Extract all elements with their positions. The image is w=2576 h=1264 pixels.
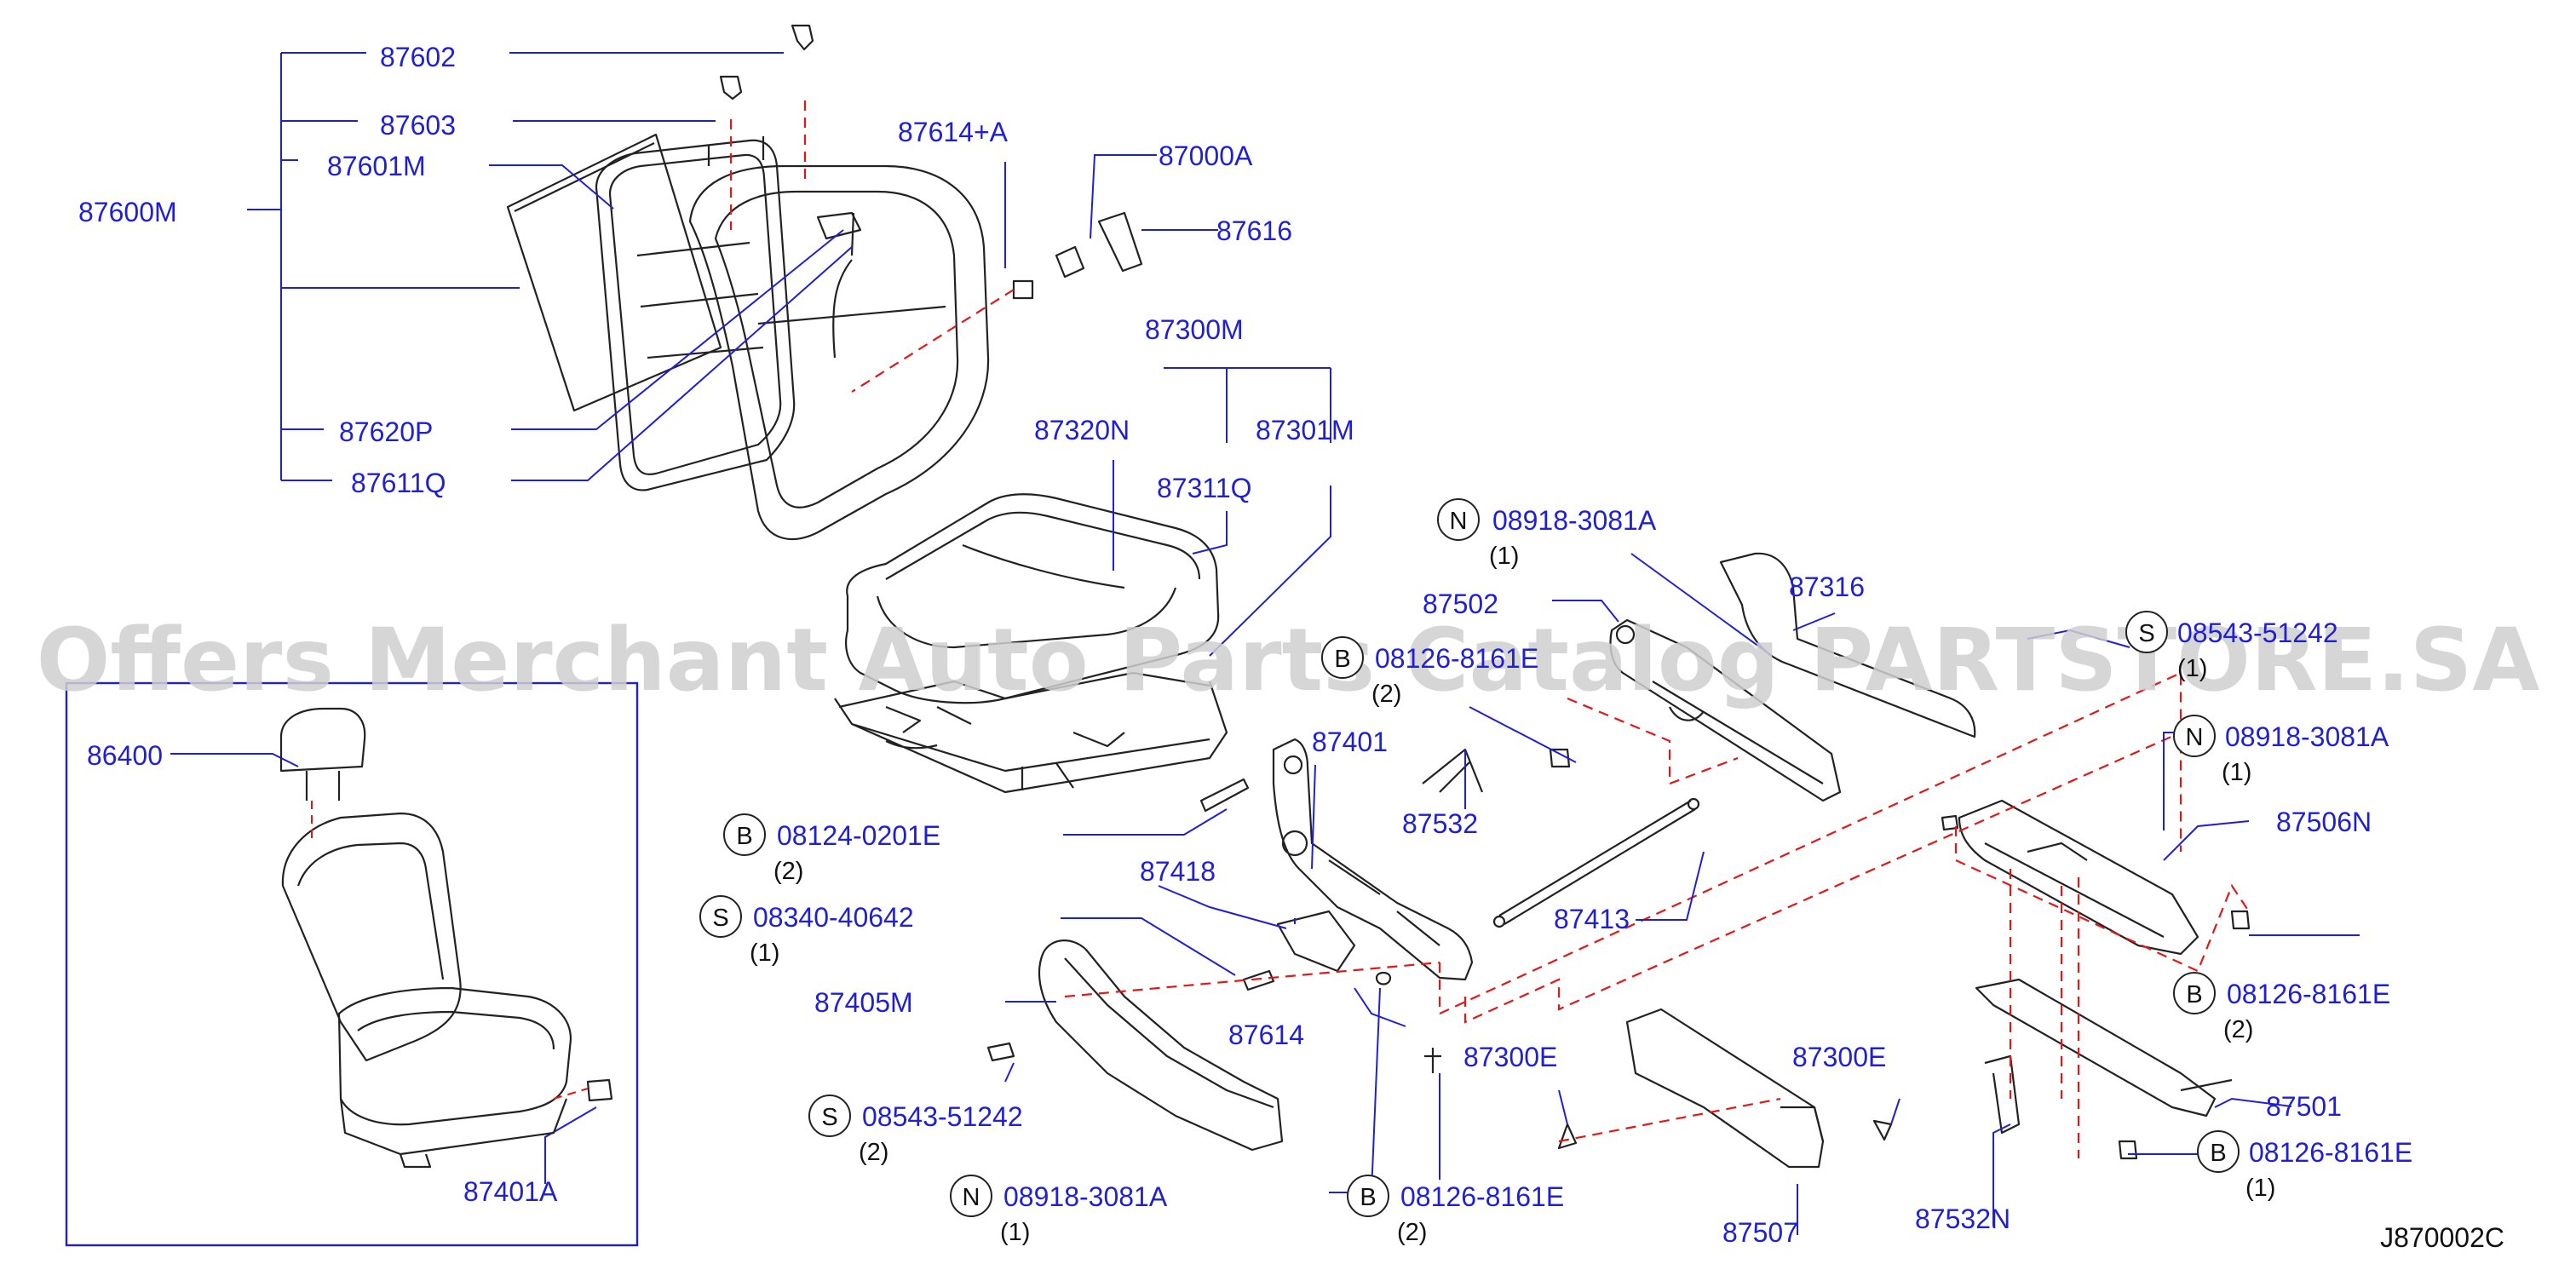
fastener-qty: (1): [2222, 759, 2251, 786]
fastener-qty: (2): [859, 1139, 888, 1166]
fastener-n3[interactable]: N 08918-3081A (1): [950, 1175, 1168, 1246]
badge-letter: N: [1450, 508, 1468, 535]
badge-letter: S: [2138, 620, 2154, 647]
fastener-s3[interactable]: S 08543-51242 (2): [808, 1095, 1023, 1166]
fastener-code: 08543-51242: [2177, 618, 2338, 648]
label-87507[interactable]: 87507: [1722, 1217, 1798, 1248]
label-87300m[interactable]: 87300M: [1145, 314, 1244, 345]
badge-letter: S: [712, 905, 728, 932]
hidden-lines: [729, 101, 2250, 1158]
badge-letter: N: [2186, 724, 2204, 751]
fastener-code: 08918-3081A: [2225, 721, 2389, 752]
diagram-code: J870002C: [2380, 1222, 2504, 1253]
fastener-qty: (1): [2245, 1175, 2275, 1202]
badge-letter: S: [821, 1104, 837, 1131]
label-87502[interactable]: 87502: [1423, 589, 1498, 619]
label-87614[interactable]: 87614: [1228, 1020, 1304, 1050]
fastener-qty: (2): [2223, 1016, 2253, 1043]
label-86400[interactable]: 86400: [87, 740, 163, 771]
fastener-qty: (2): [773, 858, 803, 885]
fastener-qty: (2): [1397, 1219, 1427, 1246]
fastener-qty: (1): [1489, 543, 1519, 570]
fastener-code: 08918-3081A: [1492, 505, 1657, 536]
fastener-code: 08126-8161E: [1375, 643, 1538, 674]
badge-letter: B: [1360, 1184, 1376, 1211]
fastener-code: 08340-40642: [753, 902, 914, 933]
label-87316[interactable]: 87316: [1789, 572, 1865, 602]
fastener-n1[interactable]: N 08918-3081A (1): [1437, 498, 1657, 570]
label-87311q[interactable]: 87311Q: [1157, 473, 1252, 503]
fastener-qty: (2): [1371, 681, 1401, 708]
label-87602[interactable]: 87602: [380, 42, 456, 72]
label-87616[interactable]: 87616: [1216, 215, 1292, 246]
fastener-b5[interactable]: B 08126-8161E (2): [1347, 1175, 1564, 1246]
fastener-code: 08126-8161E: [2227, 979, 2390, 1009]
label-87418[interactable]: 87418: [1140, 856, 1216, 887]
label-87000a[interactable]: 87000A: [1159, 141, 1253, 171]
label-87301m[interactable]: 87301M: [1256, 415, 1354, 445]
fastener-s2[interactable]: S 08340-40642 (1): [699, 895, 914, 967]
badge-letter: B: [2210, 1140, 2226, 1167]
inset-complete-seat: [65, 681, 639, 1247]
badge-letter: N: [963, 1184, 980, 1211]
brackets-drawing: [719, 24, 2251, 1169]
leader-lines: [170, 52, 2360, 1235]
label-87501[interactable]: 87501: [2266, 1091, 2342, 1122]
seat-cushion-drawing: [834, 493, 1228, 794]
badge-letter: B: [736, 823, 752, 850]
fastener-b4[interactable]: B 08126-8161E (1): [2197, 1130, 2412, 1202]
label-87401[interactable]: 87401: [1312, 727, 1388, 757]
part-labels: 87602 87603 87601M 87600M 87620P 87611Q …: [78, 42, 2372, 1248]
fastener-code: 08124-0201E: [777, 820, 940, 851]
label-87614a[interactable]: 87614+A: [898, 117, 1009, 147]
label-87405m[interactable]: 87405M: [814, 987, 913, 1018]
label-87532n[interactable]: 87532N: [1915, 1204, 2010, 1234]
fastener-callouts: N 08918-3081A (1) B 08126-8161E (2) S 08…: [699, 498, 2412, 1246]
label-87300e-b[interactable]: 87300E: [1792, 1042, 1886, 1072]
fastener-code: 08918-3081A: [1003, 1181, 1168, 1212]
label-87401a[interactable]: 87401A: [463, 1176, 558, 1207]
label-87620p[interactable]: 87620P: [339, 417, 433, 447]
label-87532[interactable]: 87532: [1402, 808, 1478, 839]
fastener-qty: (1): [1000, 1219, 1030, 1246]
fastener-b3[interactable]: B 08126-8161E (2): [2173, 972, 2390, 1043]
label-87506n[interactable]: 87506N: [2276, 807, 2372, 837]
badge-letter: B: [1334, 646, 1350, 673]
fastener-qty: (1): [750, 939, 779, 967]
label-87320n[interactable]: 87320N: [1034, 415, 1130, 445]
badge-letter: B: [2186, 981, 2202, 1008]
fastener-code: 08543-51242: [862, 1101, 1023, 1132]
fastener-code: 08126-8161E: [2249, 1137, 2412, 1168]
label-87601m[interactable]: 87601M: [327, 151, 426, 181]
fastener-qty: (1): [2177, 655, 2207, 682]
fastener-code: 08126-8161E: [1400, 1181, 1564, 1212]
label-87600m[interactable]: 87600M: [78, 197, 177, 227]
label-87413[interactable]: 87413: [1554, 904, 1630, 934]
fastener-s1[interactable]: S 08543-51242 (1): [2125, 611, 2338, 682]
label-87611q[interactable]: 87611Q: [351, 468, 446, 498]
label-87300e-a[interactable]: 87300E: [1463, 1042, 1557, 1072]
fastener-b2[interactable]: B 08124-0201E (2): [723, 813, 940, 885]
fastener-n2[interactable]: N 08918-3081A (1): [2173, 715, 2389, 786]
seat-back-drawing: [506, 133, 990, 541]
watermark: Offers Merchant Auto Parts Catalog PARTS…: [37, 610, 2540, 711]
label-87603[interactable]: 87603: [380, 110, 456, 141]
fastener-b1[interactable]: B 08126-8161E (2): [1321, 636, 1538, 708]
